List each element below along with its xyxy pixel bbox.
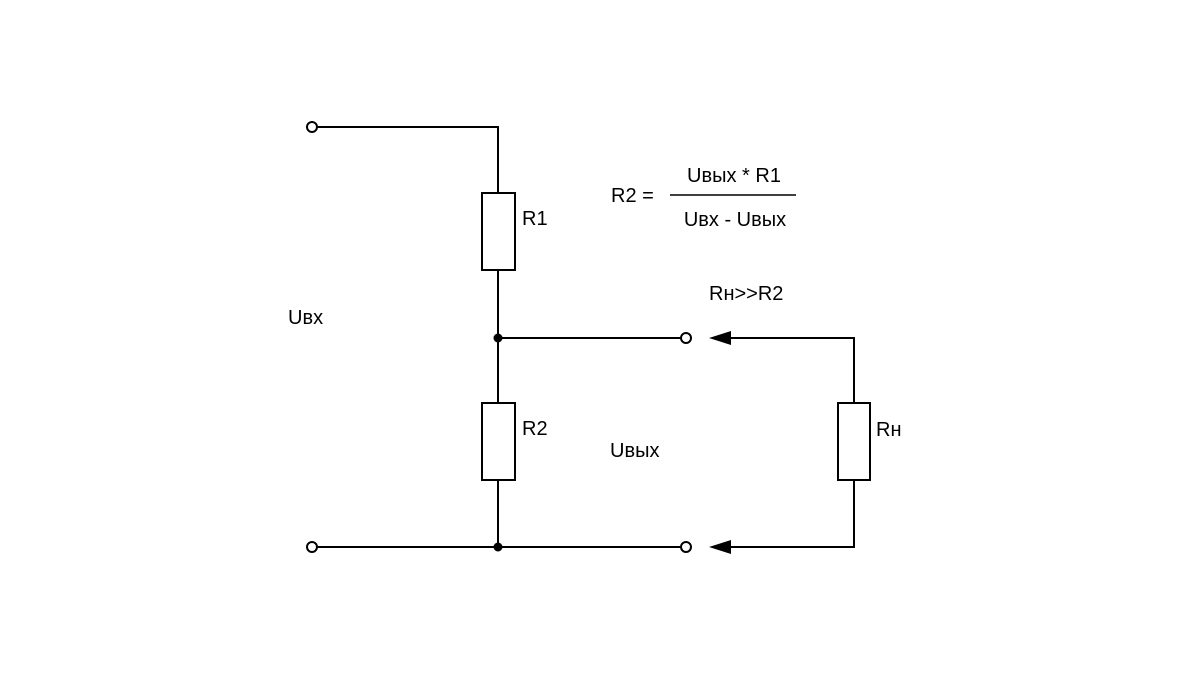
resistor-r-load [837, 402, 871, 481]
load-condition-label: Rн>>R2 [709, 283, 783, 305]
load-top-wire [728, 337, 855, 403]
r2-formula: R2 = Uвых * R1 Uвх - Uвых [611, 165, 796, 231]
wires [317, 126, 855, 548]
resistor-r1 [481, 192, 516, 271]
junction-dot-bottom [493, 542, 503, 552]
formula-lhs: R2 = [611, 185, 654, 207]
input-top-wire [317, 126, 499, 193]
r1-label: R1 [522, 208, 548, 230]
u-out-label: Uвых [610, 440, 659, 462]
u-in-label: Uвх [288, 307, 323, 329]
input-terminal-bottom [306, 541, 318, 553]
load-bottom-arrowhead [709, 540, 731, 554]
formula-numerator: Uвых * R1 [687, 165, 781, 187]
output-terminal-bottom [680, 541, 692, 553]
r-load-label: Rн [876, 419, 902, 441]
load-top-arrowhead [709, 331, 731, 345]
junction-dot-middle [493, 333, 503, 343]
resistor-r2 [481, 402, 516, 481]
formula-denominator: Uвх - Uвых [684, 209, 786, 231]
output-terminal-top [680, 332, 692, 344]
r2-label: R2 [522, 418, 548, 440]
input-terminal-top [306, 121, 318, 133]
load-bottom-wire [728, 480, 855, 548]
